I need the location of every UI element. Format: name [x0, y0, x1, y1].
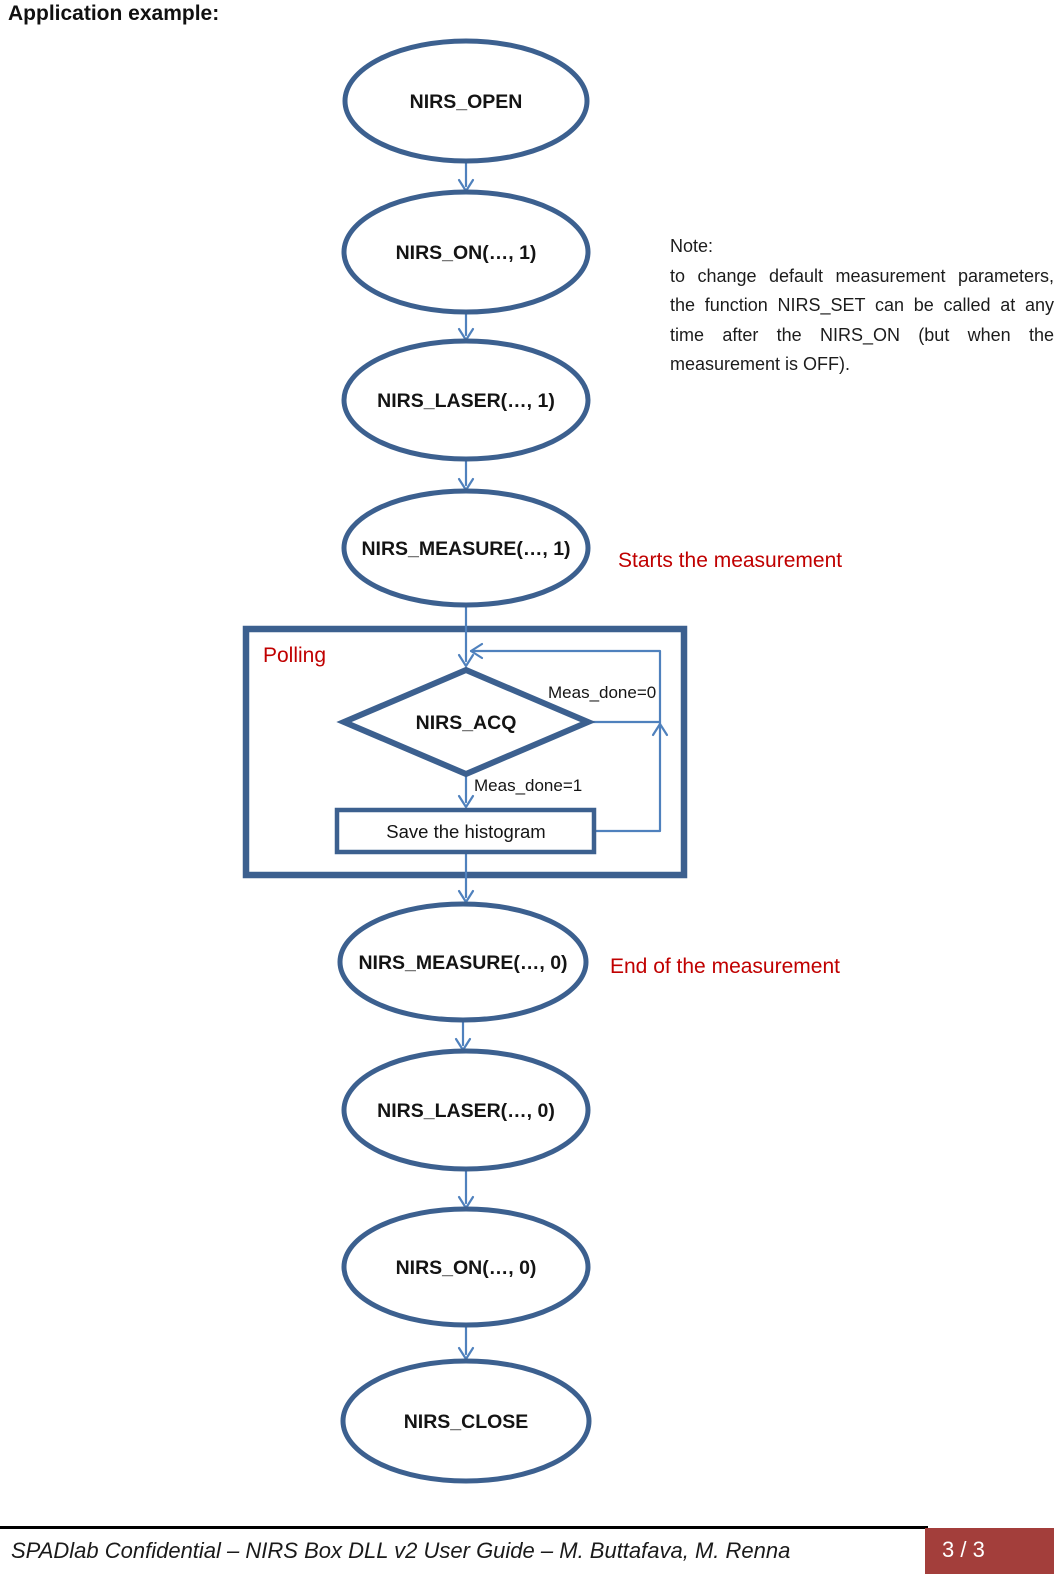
- node-ellipse-nirs-measure-1: [341, 488, 591, 608]
- node-ellipse-nirs-on-0: [341, 1206, 591, 1328]
- node-ellipse-nirs-open: [342, 38, 590, 164]
- node-label-save-histogram: Save the histogram: [386, 821, 545, 842]
- connector-arrow: [457, 604, 475, 668]
- annotation-starts-measurement: Starts the measurement: [618, 549, 843, 572]
- footer-rule: [0, 1526, 928, 1529]
- node-rect-save-histogram: [334, 807, 597, 855]
- connector-arrow: [457, 458, 475, 492]
- page-title: Application example:: [8, 2, 220, 25]
- connector-arrow: [457, 774, 475, 809]
- node-ellipse-nirs-measure-0: [337, 901, 589, 1023]
- node-ellipse-nirs-laser-1: [341, 338, 591, 462]
- edge-label-meas-done-0: Meas_done=0: [548, 683, 656, 702]
- node-label-nirs-acq: NIRS_ACQ: [416, 712, 517, 734]
- note-heading: Note:: [670, 236, 714, 256]
- note-body: to change default measurement parameters…: [670, 265, 1054, 375]
- node-label-nirs-on-0: NIRS_ON(…, 0): [396, 1257, 537, 1279]
- annotation-polling: Polling: [263, 644, 327, 667]
- footer-text: SPADlab Confidential – NIRS Box DLL v2 U…: [11, 1538, 791, 1563]
- polling-loop-path: [469, 642, 669, 833]
- note-block: Note: to change default measurement para…: [670, 232, 1054, 380]
- node-label-nirs-laser-0: NIRS_LASER(…, 0): [377, 1100, 555, 1122]
- node-label-nirs-open: NIRS_OPEN: [410, 91, 523, 113]
- page-number: 3 / 3: [942, 1537, 985, 1562]
- node-ellipse-nirs-close: [340, 1358, 592, 1484]
- connector-arrow: [457, 1324, 475, 1361]
- connector-arrow: [454, 1019, 472, 1052]
- connector-arrow: [457, 1168, 475, 1210]
- node-ellipse-nirs-on-1: [341, 189, 591, 315]
- edge-label-meas-done-1: Meas_done=1: [474, 776, 582, 795]
- node-ellipse-nirs-laser-0: [341, 1048, 591, 1172]
- connector-arrow: [457, 311, 475, 342]
- node-label-nirs-measure-1: NIRS_MEASURE(…, 1): [361, 538, 570, 560]
- node-label-nirs-close: NIRS_CLOSE: [404, 1411, 529, 1433]
- node-label-nirs-laser-1: NIRS_LASER(…, 1): [377, 390, 555, 412]
- node-label-nirs-measure-0: NIRS_MEASURE(…, 0): [358, 952, 567, 974]
- node-diamond-nirs-acq: [336, 666, 596, 778]
- page-number-badge: 3 / 3: [925, 1528, 1054, 1574]
- connector-arrow: [457, 161, 475, 193]
- annotation-end-measurement: End of the measurement: [610, 955, 840, 978]
- node-label-nirs-on-1: NIRS_ON(…, 1): [396, 242, 537, 264]
